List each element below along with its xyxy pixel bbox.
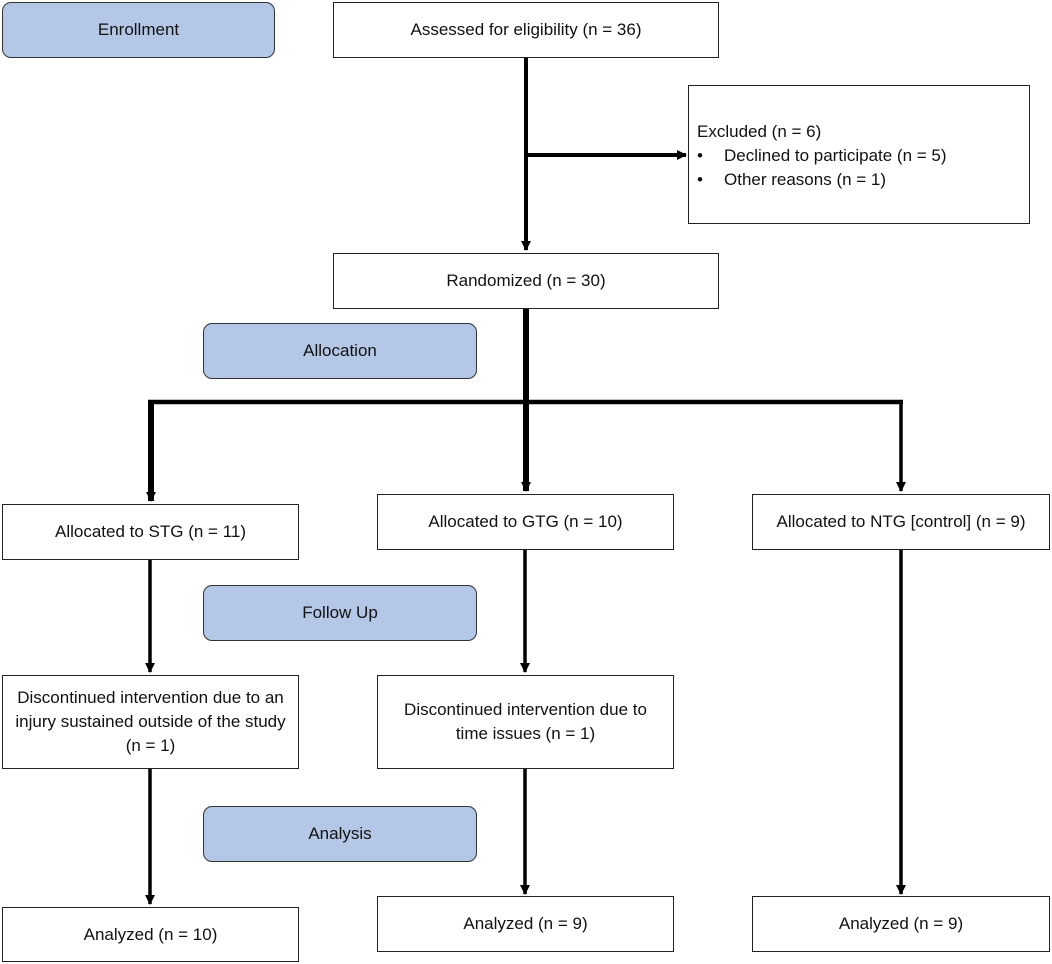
analyzed-gtg-box: Analyzed (n = 9) [377,896,674,952]
stage-label-analysis: Analysis [203,806,477,862]
excluded-box: Excluded (n = 6) • Declined to participa… [688,85,1030,224]
bullet-icon: • [697,146,703,165]
assessed-box: Assessed for eligibility (n = 36) [333,2,719,58]
stage-label-allocation: Allocation [203,323,477,379]
excluded-reason-item: • Other reasons (n = 1) [697,168,886,192]
allocated-stg-box: Allocated to STG (n = 11) [2,504,299,560]
analyzed-ntg-box: Analyzed (n = 9) [752,896,1050,952]
excluded-reason-item: • Declined to participate (n = 5) [697,144,947,168]
discontinued-gtg-box: Discontinued intervention due to time is… [377,675,674,769]
randomized-box: Randomized (n = 30) [333,253,719,309]
excluded-reason-label: Other reasons (n = 1) [724,170,887,189]
analyzed-stg-box: Analyzed (n = 10) [2,907,299,962]
stage-label-enrollment: Enrollment [2,2,275,58]
stage-label-follow-up: Follow Up [203,585,477,641]
discontinued-stg-box: Discontinued intervention due to an inju… [2,675,299,769]
excluded-title: Excluded (n = 6) [697,122,822,141]
excluded-reason-label: Declined to participate (n = 5) [724,146,947,165]
allocated-ntg-box: Allocated to NTG [control] (n = 9) [752,494,1050,550]
bullet-icon: • [697,170,703,189]
allocated-gtg-box: Allocated to GTG (n = 10) [377,494,674,550]
